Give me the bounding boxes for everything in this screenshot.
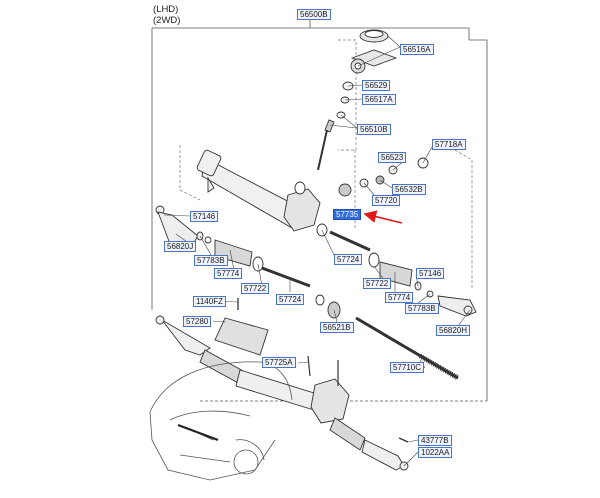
part-label-1140FZ[interactable]: 1140FZ (193, 296, 226, 307)
right-side-parts (315, 223, 477, 381)
part-label-56820J[interactable]: 56820J (164, 241, 197, 252)
part-label-56532B[interactable]: 56532B (392, 184, 426, 195)
part-label-57774-right[interactable]: 57774 (385, 292, 414, 303)
part-label-57774-left[interactable]: 57774 (214, 268, 243, 279)
part-label-57146-left[interactable]: 57146 (190, 211, 219, 222)
part-label-57783B-right[interactable]: 57783B (405, 303, 439, 314)
part-label-56521B[interactable]: 56521B (320, 322, 354, 333)
part-label-1022AA[interactable]: 1022AA (418, 447, 453, 458)
rack-assembly-lower (155, 298, 409, 471)
left-side-parts (155, 205, 311, 288)
part-label-56516A[interactable]: 56516A (400, 44, 434, 55)
part-label-56820H[interactable]: 56820H (436, 325, 471, 336)
header-2wd: (2WD) (153, 15, 181, 26)
part-label-57710C[interactable]: 57710C (390, 362, 425, 373)
header-lhd: (LHD) (153, 4, 179, 15)
vehicle-rack-location (177, 423, 219, 442)
part-label-57280[interactable]: 57280 (183, 316, 212, 327)
part-label-57720[interactable]: 57720 (372, 195, 401, 206)
part-label-56500B[interactable]: 56500B (297, 9, 331, 20)
assembly-frame (151, 20, 488, 402)
part-label-57783B-left[interactable]: 57783B (194, 255, 228, 266)
highlight-arrow (363, 210, 403, 224)
part-label-56517A[interactable]: 56517A (362, 94, 396, 105)
part-label-57724-right[interactable]: 57724 (334, 254, 363, 265)
part-label-56523[interactable]: 56523 (378, 152, 407, 163)
part-label-57718A[interactable]: 57718A (432, 139, 466, 150)
part-label-57722-left[interactable]: 57722 (241, 283, 270, 294)
rack-housing-upper (196, 149, 321, 232)
part-label-43777B[interactable]: 43777B (418, 435, 452, 446)
part-label-57722-right[interactable]: 57722 (363, 278, 392, 289)
part-label-57725A[interactable]: 57725A (262, 357, 296, 368)
part-label-57724-left[interactable]: 57724 (276, 294, 305, 305)
part-label-56510B[interactable]: 56510B (357, 124, 391, 135)
part-label-57146-right[interactable]: 57146 (416, 268, 445, 279)
part-label-highlighted[interactable]: 57735 (333, 209, 362, 220)
part-label-56529[interactable]: 56529 (362, 80, 391, 91)
